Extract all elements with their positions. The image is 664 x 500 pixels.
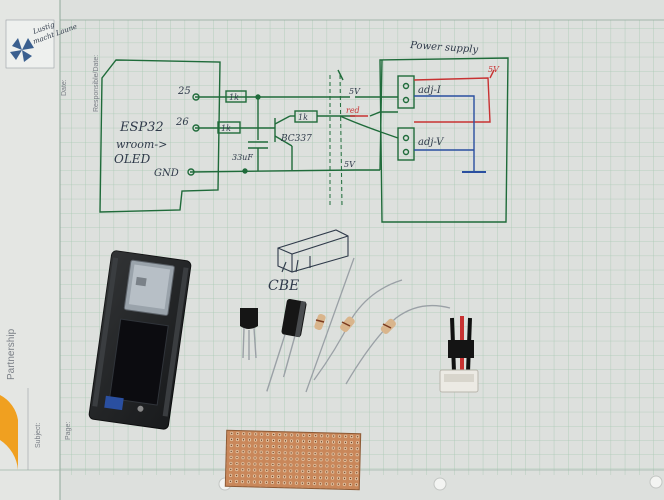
form-accent-arc (0, 395, 18, 470)
resistor-1 (305, 257, 355, 393)
blue-wires (414, 95, 486, 173)
red-wires (350, 69, 495, 123)
adj-voltage-label: adj-V (418, 137, 445, 148)
circuit-schematic (99, 57, 509, 223)
resistor-symbol-2 (217, 121, 241, 134)
resistor-3-label: 1k (298, 113, 308, 122)
blue-button (104, 395, 124, 411)
partnership-label: Partnership (6, 328, 17, 380)
jst-connector (439, 316, 479, 393)
esp32-oled-board (88, 250, 192, 430)
power-supply-outline (379, 57, 509, 223)
pin-gnd-label: GND (154, 168, 179, 179)
resistor-1-label: 1k (229, 93, 239, 102)
power-supply-title: Power supply (409, 40, 479, 56)
resistor-symbol-1 (225, 90, 247, 103)
transistor-pinout-sketch (277, 229, 349, 273)
resistor-3 (345, 304, 451, 385)
responsible-label: Responsible/Date: (93, 55, 100, 112)
resistor-2-label: 1k (221, 124, 231, 133)
supply-5v-label: 5V (488, 65, 500, 74)
rail-red-label: red (346, 106, 360, 115)
pin-25-label: 25 (177, 86, 191, 97)
adj-current-label: adj-I (418, 85, 442, 96)
transistor-label: BC337 (280, 134, 312, 144)
date-label: Date: (61, 79, 68, 96)
page-label: Page: (65, 422, 72, 440)
capacitor-label: 33uF (232, 153, 253, 162)
bc337-transistor (240, 308, 258, 360)
pin-26-label: 26 (175, 117, 189, 128)
pinout-label: CBE (268, 278, 299, 294)
perfboard (224, 429, 362, 491)
mcu-label-2: wroom-> (116, 138, 167, 151)
subject-label: Subject: (35, 423, 42, 448)
resistor-2 (313, 279, 403, 381)
mcu-label-1: ESP32 (119, 120, 164, 135)
pinwheel-icon (10, 38, 34, 62)
electrolytic-capacitor (266, 299, 307, 392)
rail-5v-top-label: 5V (349, 87, 361, 96)
brand-logo: Lustig macht Laune (5, 19, 78, 69)
mcu-label-3: OLED (114, 152, 151, 166)
rail-5v-bottom-label: 5V (344, 160, 356, 169)
esp32-outline (99, 59, 221, 213)
